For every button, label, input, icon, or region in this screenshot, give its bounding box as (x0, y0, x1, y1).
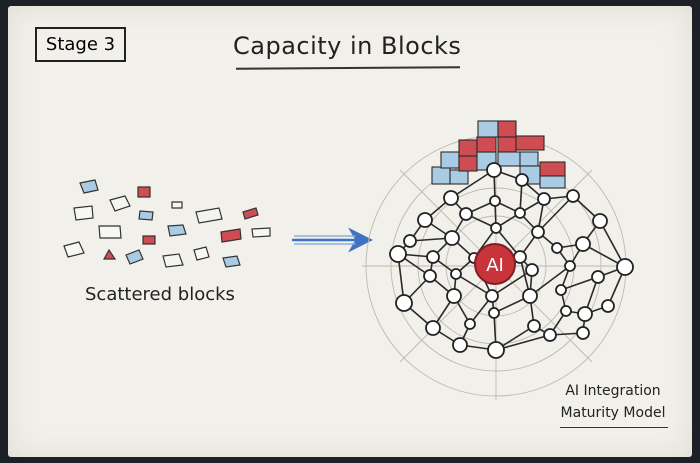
network-node (459, 207, 473, 221)
scattered-block (242, 207, 259, 220)
network-node (555, 284, 567, 296)
capacity-block-stack (431, 120, 566, 189)
stacked-block (476, 136, 497, 153)
network-edge (450, 169, 495, 199)
stacked-block (477, 120, 499, 138)
network-edge (455, 273, 493, 297)
network-node (575, 236, 591, 252)
stacked-block (458, 139, 478, 157)
scattered-blocks-cluster (63, 179, 271, 268)
network-node (389, 245, 407, 263)
network-node (489, 195, 501, 207)
network-node (488, 307, 500, 319)
scattered-block (220, 228, 242, 243)
scattered-block (171, 201, 183, 209)
maturity-model-caption: AI Integration Maturity Model (548, 380, 678, 424)
scattered-block (102, 248, 117, 260)
network-node (522, 288, 538, 304)
network-node (601, 299, 615, 313)
network-node (531, 225, 545, 239)
transition-arrow (292, 227, 373, 253)
scattered-block (195, 207, 223, 224)
scattered-block (251, 227, 271, 238)
network-node (543, 328, 557, 342)
network-node (444, 230, 460, 246)
network-node (426, 250, 440, 264)
network-node (450, 268, 462, 280)
maturity-model-caption-line2: Maturity Model (560, 405, 666, 421)
network-node (564, 260, 576, 272)
stacked-block (458, 155, 478, 172)
network-node (515, 173, 529, 187)
network-node (527, 319, 541, 333)
scattered-block (193, 246, 210, 261)
stacked-block (497, 136, 517, 153)
network-edge (491, 269, 533, 297)
stacked-block (515, 135, 545, 151)
network-node (525, 263, 539, 277)
network-node (403, 234, 417, 248)
scattered-block (109, 195, 131, 212)
stacked-block (519, 151, 539, 167)
network-node (443, 190, 459, 206)
scattered-blocks-caption: Scattered blocks (85, 284, 235, 305)
scattered-block (79, 179, 99, 194)
scattered-block (138, 210, 154, 221)
ai-hub-label: AI (486, 255, 504, 276)
maturity-model-underline (560, 427, 668, 428)
scattered-block (63, 241, 85, 258)
page-title: Capacity in Blocks (233, 32, 462, 60)
network-nodes (389, 162, 634, 359)
scattered-block (125, 249, 144, 265)
network-node (490, 222, 502, 234)
maturity-model-caption-line1: AI Integration (565, 383, 661, 399)
network-node (395, 294, 413, 312)
network-edge (529, 265, 571, 297)
network-node (551, 242, 563, 254)
network-node (417, 212, 433, 228)
network-node (566, 189, 580, 203)
scattered-block (222, 255, 241, 268)
network-node (487, 341, 505, 359)
scattered-block (73, 205, 94, 221)
network-node (485, 289, 499, 303)
stacked-block (440, 151, 460, 169)
scattered-block (167, 224, 187, 237)
network-node (446, 288, 462, 304)
stacked-block (539, 175, 566, 189)
scattered-block (162, 253, 184, 268)
scattered-block (98, 225, 122, 239)
network-node (592, 213, 608, 229)
network-node (560, 305, 572, 317)
stacked-block (539, 161, 566, 177)
network-node (452, 337, 468, 353)
network-node (486, 162, 502, 178)
stacked-block (449, 169, 469, 185)
scattered-block (142, 235, 156, 245)
stacked-block (497, 120, 517, 138)
stacked-block (497, 151, 521, 167)
network-node (576, 326, 590, 340)
stage-label: Stage 3 (35, 27, 126, 62)
network-node (616, 258, 634, 276)
network-edge (537, 195, 574, 233)
network-node (425, 320, 441, 336)
ai-hub-node: AI (474, 243, 516, 285)
scattered-block (137, 186, 151, 198)
network-node (537, 192, 551, 206)
network-node (423, 269, 437, 283)
stacked-block (431, 166, 451, 185)
network-node (514, 207, 526, 219)
network-node (591, 270, 605, 284)
network-edge (495, 334, 551, 351)
network-node (464, 318, 476, 330)
network-node (577, 306, 593, 322)
